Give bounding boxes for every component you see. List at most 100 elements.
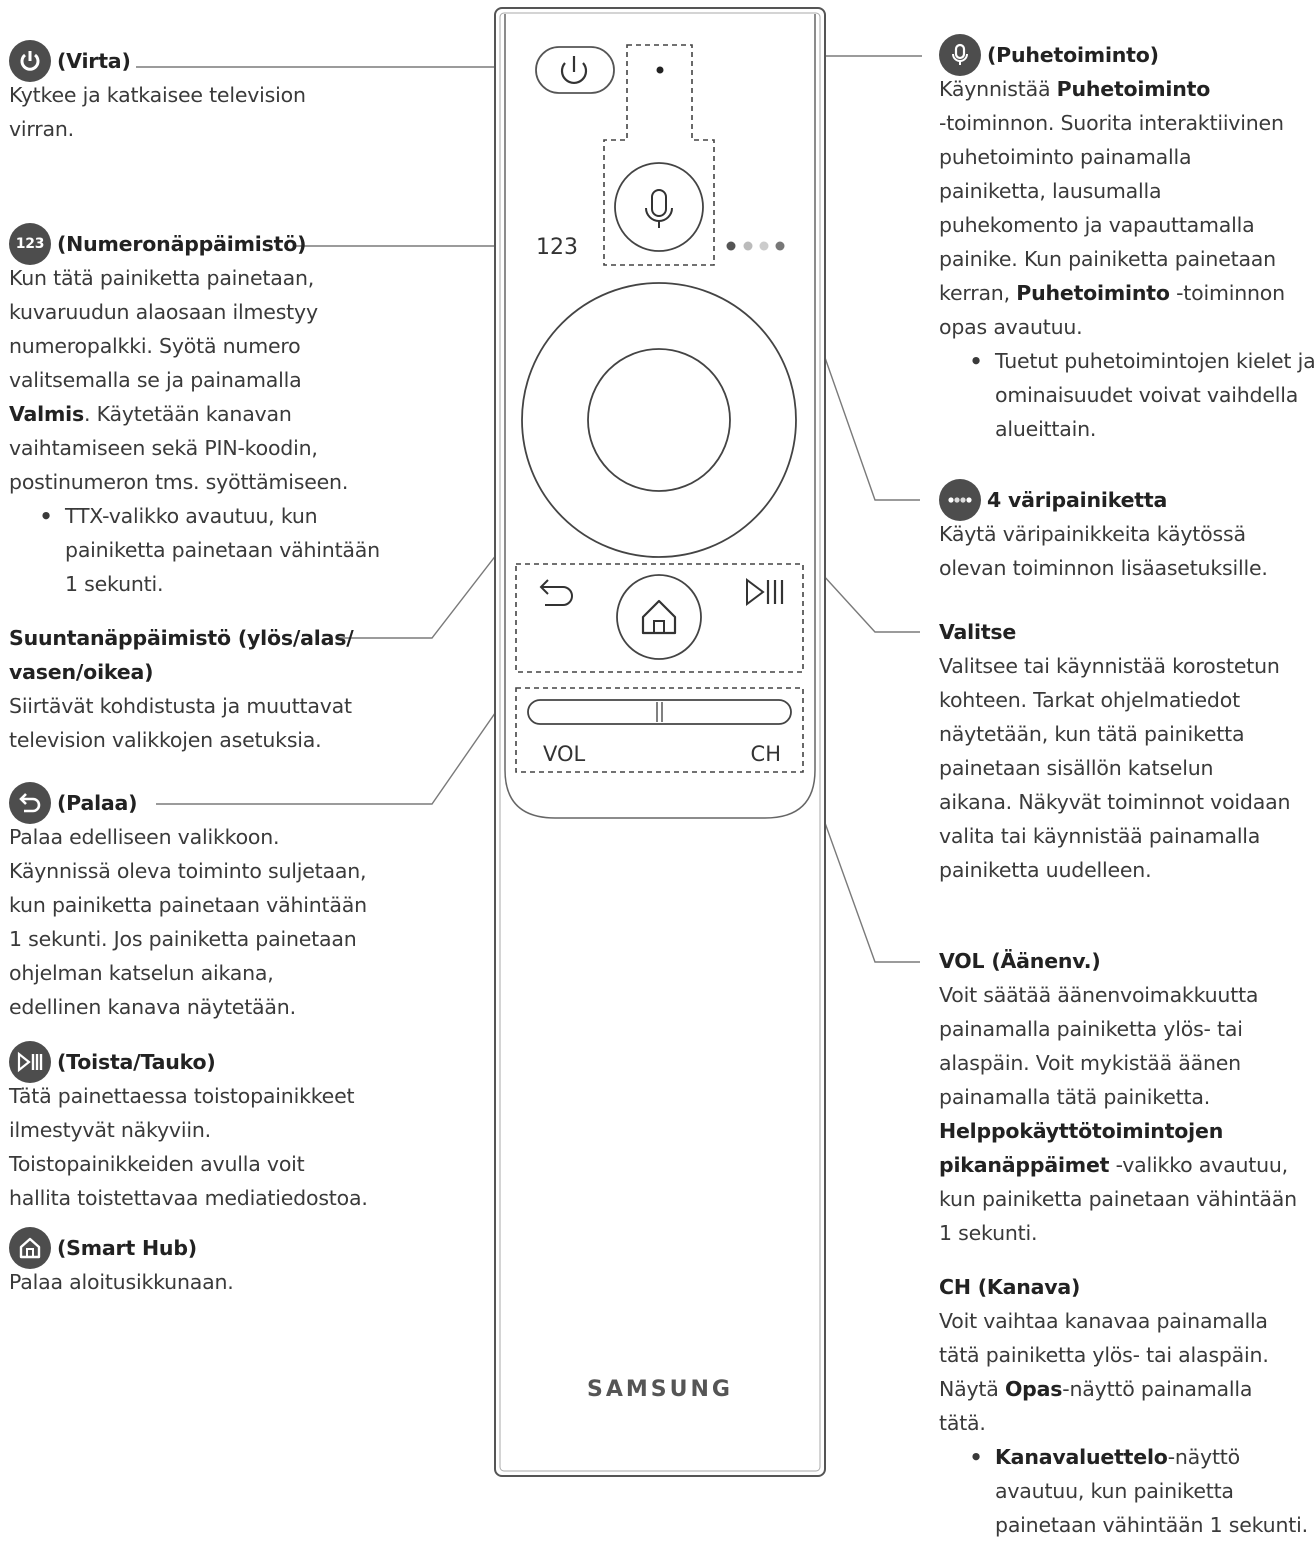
power-title: (Virta): [57, 49, 131, 73]
vol-text: Helppokäyttötoimintojen: [939, 1119, 1224, 1143]
select-text: painetaan sisällön katselun: [939, 756, 1214, 780]
numpad-123-icon: 123: [9, 223, 51, 265]
ch-bullet: • Kanavaluettelo-näyttö avautuu, kun pai…: [969, 1445, 1309, 1537]
numpad-text: Kun tätä painiketta painetaan,: [9, 266, 315, 290]
select-text: kohteen. Tarkat ohjelmatiedot: [939, 688, 1240, 712]
remote-volch-rocker[interactable]: [527, 699, 792, 725]
color-dots-icon: [939, 479, 981, 521]
remote-ch-label: CH: [751, 742, 781, 766]
mic-hole: [656, 66, 664, 74]
color-buttons-title: 4 väripainiketta: [987, 488, 1168, 512]
voice-section: (Puhetoiminto) Käynnistää Puhetoiminto -…: [939, 34, 1314, 446]
remote-home-button[interactable]: [616, 574, 702, 660]
ch-text: Näytä Opas-näyttö painamalla: [939, 1377, 1253, 1401]
ch-text: tätä.: [939, 1411, 986, 1435]
remote-color-buttons[interactable]: [726, 241, 785, 251]
remote-numpad-button[interactable]: 123: [536, 235, 578, 260]
vol-title: VOL (Äänenv.): [939, 949, 1101, 973]
return-text: kun painiketta painetaan vähintään: [9, 893, 367, 917]
callout-return: [156, 679, 519, 805]
remote-play-pause-button[interactable]: [746, 578, 784, 606]
ch-text: tätä painiketta ylös- tai alaspäin.: [939, 1343, 1269, 1367]
play-pause-text: ilmestyvät näkyviin.: [9, 1118, 211, 1142]
vol-text: painamalla tätä painiketta.: [939, 1085, 1211, 1109]
numpad-text: kuvaruudun alaosaan ilmestyy: [9, 300, 318, 324]
color-buttons-text: olevan toiminnon lisäasetuksille.: [939, 556, 1268, 580]
numpad-text: numeropalkki. Syötä numero: [9, 334, 301, 358]
voice-text: painiketta, lausumalla: [939, 179, 1162, 203]
ch-title: CH (Kanava): [939, 1275, 1081, 1299]
numpad-title: (Numeronäppäimistö): [57, 232, 307, 256]
ch-text: Voit vaihtaa kanavaa painamalla: [939, 1309, 1268, 1333]
select-text: näytetään, kun tätä painiketta: [939, 722, 1245, 746]
numpad-text: valitsemalla se ja painamalla: [9, 368, 302, 392]
numpad-bullet: • TTX-valikko avautuu, kun painiketta pa…: [39, 504, 381, 596]
select-text: aikana. Näkyvät toiminnot voidaan: [939, 790, 1291, 814]
return-icon: [9, 782, 51, 824]
vol-text: Voit säätää äänenvoimakkuutta: [939, 983, 1259, 1007]
voice-title: (Puhetoiminto): [987, 43, 1159, 67]
directional-section: Suuntanäppäimistö (ylös/alas/ vasen/oike…: [9, 621, 429, 757]
numpad-text: postinumeron tms. syöttämiseen.: [9, 470, 349, 494]
smart-hub-section: (Smart Hub) Palaa aloitusikkunaan.: [9, 1227, 429, 1299]
select-text: Valitsee tai käynnistää korostetun: [939, 654, 1280, 678]
voice-text: -toiminnon. Suorita interaktiivinen: [939, 111, 1284, 135]
play-pause-section: (Toista/Tauko) Tätä painettaessa toistop…: [9, 1041, 429, 1215]
remote-return-button[interactable]: [539, 579, 573, 606]
remote-voice-button[interactable]: [614, 162, 704, 252]
microphone-icon: [939, 34, 981, 76]
play-pause-text: hallita toistettavaa mediatiedostoa.: [9, 1186, 368, 1210]
power-text: virran.: [9, 117, 74, 141]
directional-title: Suuntanäppäimistö (ylös/alas/: [9, 626, 354, 650]
voice-text: kerran, Puhetoiminto -toiminnon: [939, 281, 1285, 305]
directional-text: Siirtävät kohdistusta ja muuttavat: [9, 694, 352, 718]
play-pause-icon: [9, 1041, 51, 1083]
select-text: valita tai käynnistää painamalla: [939, 824, 1261, 848]
power-icon: [9, 40, 51, 82]
directional-text: television valikkojen asetuksia.: [9, 728, 322, 752]
play-pause-title: (Toista/Tauko): [57, 1050, 216, 1074]
return-text: 1 sekunti. Jos painiketta painetaan: [9, 927, 357, 951]
numpad-section: 123 (Numeronäppäimistö) Kun tätä painike…: [9, 223, 429, 601]
vol-text: kun painiketta painetaan vähintään: [939, 1187, 1297, 1211]
home-icon: [9, 1227, 51, 1269]
ch-section: CH (Kanava) Voit vaihtaa kanavaa painama…: [939, 1270, 1311, 1542]
power-section: (Virta) Kytkee ja katkaisee television v…: [9, 40, 429, 146]
numpad-text: vaihtamiseen sekä PIN-koodin,: [9, 436, 318, 460]
vol-text: alaspäin. Voit mykistää äänen: [939, 1051, 1241, 1075]
return-title: (Palaa): [57, 791, 138, 815]
remote-select-button[interactable]: [587, 348, 731, 492]
smart-hub-text: Palaa aloitusikkunaan.: [9, 1270, 234, 1294]
select-text: painiketta uudelleen.: [939, 858, 1152, 882]
color-buttons-text: Käytä väripainikkeita käytössä: [939, 522, 1246, 546]
voice-text: puhetoiminto painamalla: [939, 145, 1192, 169]
select-section: Valitse Valitsee tai käynnistää korostet…: [939, 615, 1311, 887]
vol-text: painamalla painiketta ylös- tai: [939, 1017, 1243, 1041]
return-section: (Palaa) Palaa edelliseen valikkoon. Käyn…: [9, 782, 429, 1024]
volch-highlight-box: [515, 687, 804, 773]
remote-power-button[interactable]: [535, 46, 615, 94]
power-text: Kytkee ja katkaisee television: [9, 83, 306, 107]
voice-bullet: • Tuetut puhetoimintojen kielet ja omina…: [969, 349, 1314, 441]
voice-text: puhekomento ja vapauttamalla: [939, 213, 1255, 237]
voice-text: Käynnistää Puhetoiminto: [939, 77, 1211, 101]
select-title: Valitse: [939, 620, 1017, 644]
remote-vol-label: VOL: [543, 742, 586, 766]
play-pause-text: Tätä painettaessa toistopainikkeet: [9, 1084, 355, 1108]
callout-vol: [805, 769, 920, 963]
play-pause-text: Toistopainikkeiden avulla voit: [9, 1152, 305, 1176]
vol-text: pikanäppäimet -valikko avautuu,: [939, 1153, 1288, 1177]
brand-logo: SAMSUNG: [587, 1377, 733, 1402]
color-buttons-section: 4 väripainiketta Käytä väripainikkeita k…: [939, 479, 1311, 585]
vol-section: VOL (Äänenv.) Voit säätää äänenvoimakkuu…: [939, 944, 1311, 1250]
directional-title: vasen/oikea): [9, 660, 154, 684]
vol-text: 1 sekunti.: [939, 1221, 1038, 1245]
voice-text: opas avautuu.: [939, 315, 1083, 339]
voice-text: painike. Kun painiketta painetaan: [939, 247, 1276, 271]
return-text: Palaa edelliseen valikkoon.: [9, 825, 280, 849]
numpad-text: Valmis. Käytetään kanavan: [9, 402, 292, 426]
return-text: edellinen kanava näytetään.: [9, 995, 296, 1019]
return-text: Käynnissä oleva toiminto suljetaan,: [9, 859, 367, 883]
smart-hub-title: (Smart Hub): [57, 1236, 197, 1260]
